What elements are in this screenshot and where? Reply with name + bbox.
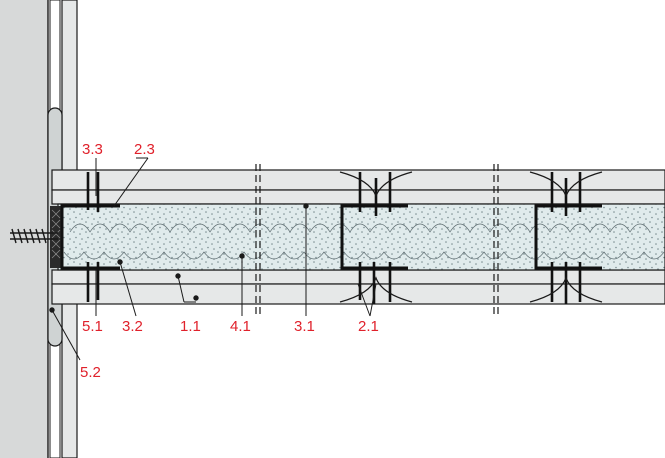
label-3-1: 3.1 (294, 318, 315, 335)
label-1-1: 1.1 (180, 318, 201, 335)
label-5-1: 5.1 (82, 318, 103, 335)
wall-anchor (10, 228, 58, 244)
label-2-3: 2.3 (134, 141, 155, 158)
label-3-2: 3.2 (122, 318, 143, 335)
label-3-3: 3.3 (82, 141, 103, 158)
mineral-wool-core (57, 203, 665, 271)
label-4-1: 4.1 (230, 318, 251, 335)
item-labels: 3.3 2.3 5.1 3.2 1.1 4.1 3.1 2.1 5.2 (80, 141, 379, 381)
label-2-1: 2.1 (358, 318, 379, 335)
break-marks (255, 164, 499, 314)
label-5-2: 5.2 (80, 364, 101, 381)
end-seal (50, 206, 62, 268)
board-joints (339, 171, 603, 303)
board-layers (51, 169, 665, 305)
leaders (49, 157, 377, 361)
